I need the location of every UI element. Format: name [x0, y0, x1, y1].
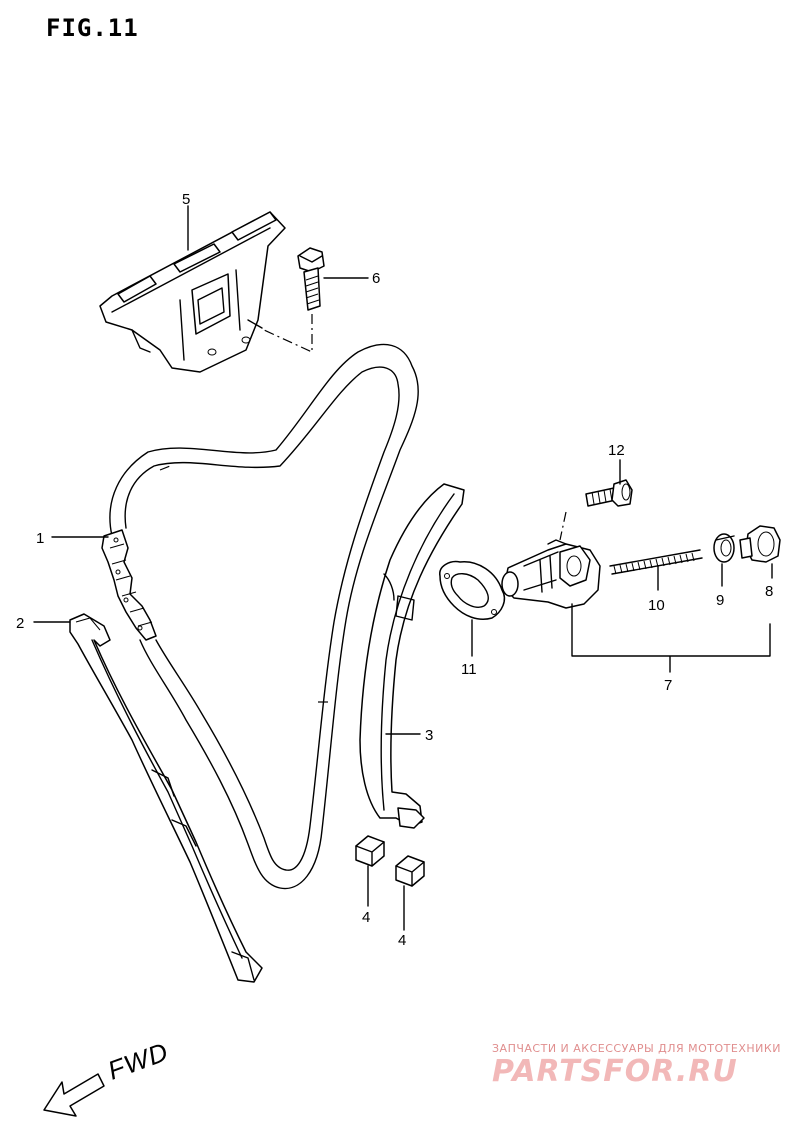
- callout-6: 6: [372, 270, 380, 287]
- part-5-upper-guide: [99, 211, 286, 373]
- watermark-tagline: ЗАПЧАСТИ И АКСЕССУАРЫ ДЛЯ МОТОТЕХНИКИ: [492, 1042, 781, 1055]
- part-12-bolt: [585, 479, 633, 507]
- part-10-spring: [609, 549, 703, 575]
- callout-4a: 4: [362, 909, 370, 926]
- fwd-arrow-icon: [43, 1073, 105, 1117]
- callout-labels: 1 2 3 4 4 5 6 7 8 9 10 11 12: [16, 191, 773, 949]
- leader-lines: [33, 205, 773, 931]
- part-2-front-guide: [69, 613, 263, 983]
- part-4-damper-b: [395, 855, 425, 887]
- callout-5: 5: [182, 191, 190, 208]
- callout-8: 8: [765, 583, 773, 600]
- part-8-cap-bolt: [739, 525, 781, 563]
- callout-11: 11: [461, 661, 477, 678]
- callout-7: 7: [664, 677, 672, 694]
- callout-3: 3: [425, 727, 433, 744]
- watermark-logo: PARTSFOR.RU: [492, 1054, 738, 1089]
- part-3-tensioner-guide: [359, 483, 465, 829]
- part-11-gasket: [439, 560, 506, 620]
- part-4-damper-a: [355, 835, 385, 867]
- callout-12: 12: [608, 442, 625, 459]
- fwd-label: FWD: [104, 1036, 173, 1085]
- callout-2: 2: [16, 615, 24, 632]
- part-1-cam-chain: [101, 343, 419, 890]
- callout-10: 10: [648, 597, 665, 614]
- callout-4b: 4: [398, 932, 406, 949]
- callout-9: 9: [716, 592, 724, 609]
- figure-title: FIG.11: [46, 14, 139, 42]
- part-7-tensioner-body: [501, 511, 601, 609]
- part-9-washer: [713, 533, 735, 563]
- callout-1: 1: [36, 530, 44, 547]
- part-6-bolt: [263, 247, 325, 353]
